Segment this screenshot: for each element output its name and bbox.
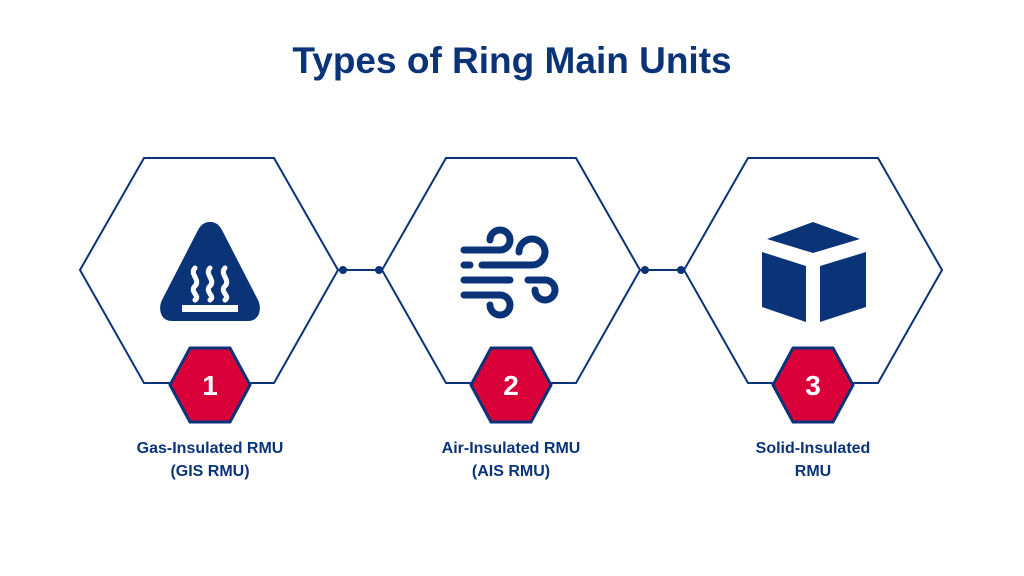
number-3: 3 bbox=[805, 370, 821, 401]
number-badge-2 bbox=[469, 346, 553, 424]
connector-dot bbox=[641, 266, 649, 274]
cube-icon bbox=[762, 222, 866, 322]
number-badge-3 bbox=[771, 346, 855, 424]
number-badge-1 bbox=[168, 346, 252, 424]
connector-dot bbox=[677, 266, 685, 274]
label-line: (AIS RMU) bbox=[471, 463, 551, 480]
connector-dot bbox=[375, 266, 383, 274]
hot-surface-warning-icon bbox=[160, 222, 260, 321]
connector-dot bbox=[339, 266, 347, 274]
item-label-1: Gas-Insulated RMU (GIS RMU) bbox=[100, 437, 320, 483]
hexagon-1 bbox=[78, 157, 340, 384]
label-line: Air-Insulated RMU bbox=[441, 440, 581, 457]
label-line: (GIS RMU) bbox=[170, 463, 250, 480]
item-label-3: Solid-Insulated RMU bbox=[703, 437, 923, 483]
number-1: 1 bbox=[202, 370, 218, 401]
wind-icon bbox=[460, 226, 559, 319]
page-title: Types of Ring Main Units bbox=[292, 40, 732, 81]
item-label-2: Air-Insulated RMU (AIS RMU) bbox=[401, 437, 621, 483]
number-2: 2 bbox=[503, 370, 519, 401]
label-line: RMU bbox=[794, 463, 832, 480]
label-line: Gas-Insulated RMU bbox=[136, 440, 284, 457]
label-line: Solid-Insulated bbox=[755, 440, 871, 457]
